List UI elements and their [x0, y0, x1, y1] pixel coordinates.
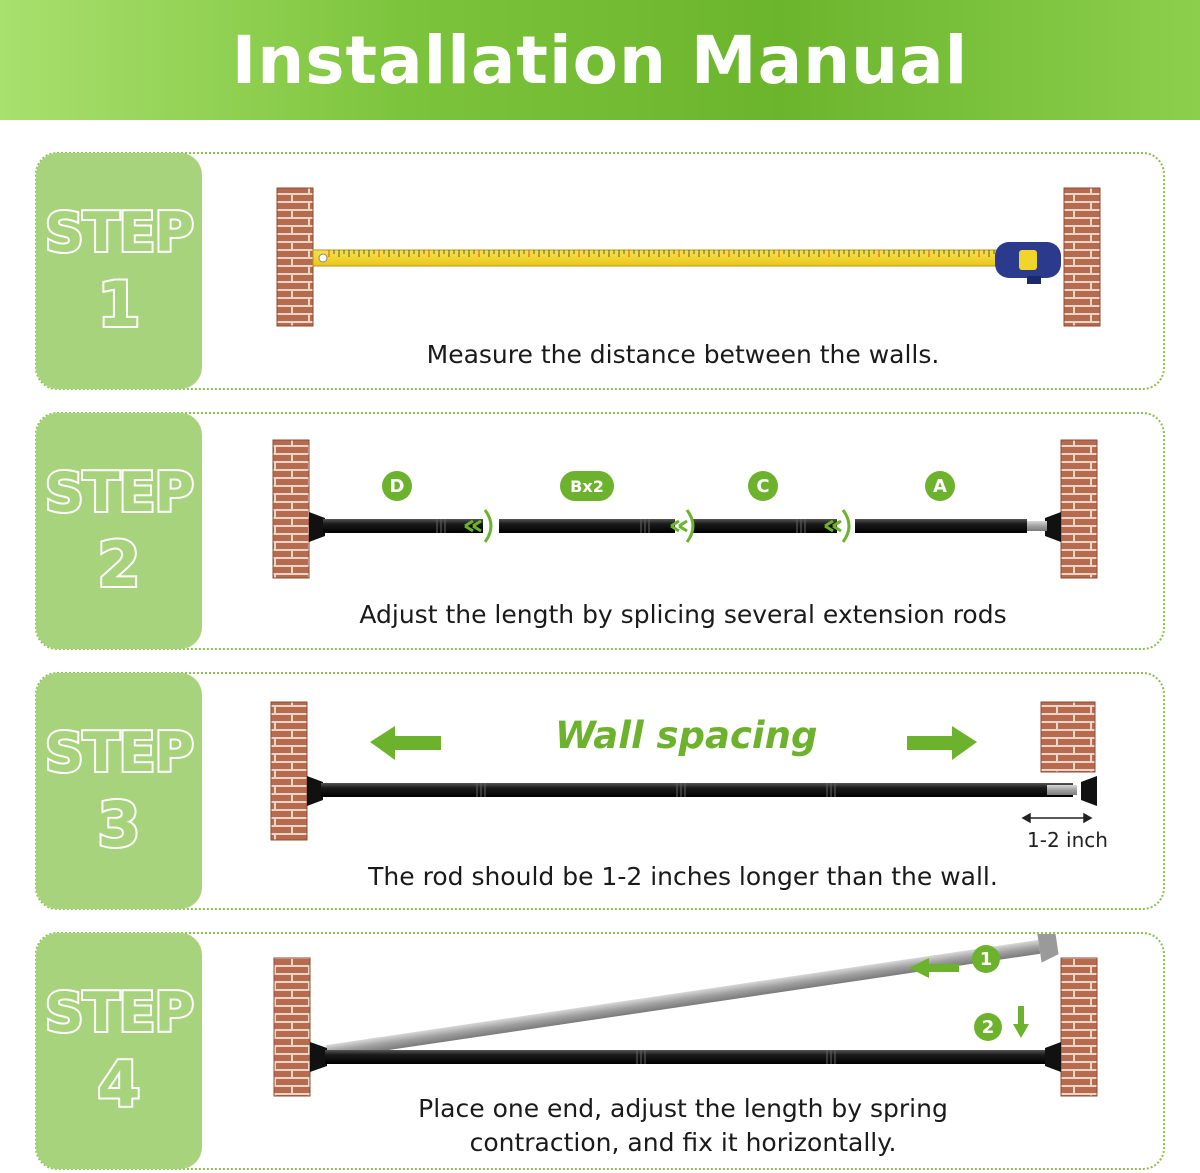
rod-silver-tip: [1027, 521, 1047, 531]
right-wall-icon: [1060, 439, 1098, 579]
step-4-card: STEP 4 1 2 Place one end, adjust the len…: [35, 932, 1165, 1170]
step-1-number: 1: [95, 268, 142, 341]
left-wall-icon: [270, 701, 308, 841]
part-label-a: A: [925, 471, 955, 501]
step-4-illustration: [273, 934, 1098, 1097]
step-3-caption: The rod should be 1-2 inches longer than…: [368, 862, 998, 891]
rod-body: [325, 1050, 1047, 1064]
rod-end-cap-right-icon: [1045, 512, 1061, 542]
step-2-badge: STEP 2: [36, 413, 202, 649]
rod-end-cap-left-icon: [309, 512, 325, 542]
step-3-illustration: [270, 701, 1097, 841]
step-2-number: 2: [95, 528, 142, 601]
rod-end-cap-left-icon: [310, 1042, 327, 1072]
step-marker-2: 2: [974, 1013, 1002, 1041]
step-1-caption: Measure the distance between the walls.: [426, 340, 940, 369]
step-3-word: STEP: [43, 721, 196, 784]
step-3-card: STEP 3 Wall spacing 1-2 inch The rod sho…: [35, 672, 1165, 910]
part-label-d: D: [382, 471, 412, 501]
step-4-caption-line-2: contraction, and fix it horizontally.: [469, 1128, 897, 1157]
part-label-c: C: [748, 471, 778, 501]
rod-end-cap-right-icon: [1045, 1042, 1061, 1072]
left-wall-icon: [276, 187, 314, 327]
rod-body: [321, 783, 1073, 797]
inch-measure-arrow-icon: [1021, 812, 1093, 824]
rod-segment-a: [855, 519, 1027, 533]
step-4-word: STEP: [43, 981, 196, 1044]
rod-segment-d: [323, 519, 483, 533]
measuring-tape-strip: [312, 249, 1004, 267]
left-wall-icon: [272, 439, 310, 579]
step-1-badge: STEP 1: [36, 153, 202, 389]
step-2-illustration: [272, 439, 1098, 579]
step-2-caption: Adjust the length by splicing several ex…: [359, 600, 1007, 629]
step-3-badge: STEP 3: [36, 673, 202, 909]
step-4-badge: STEP 4: [36, 933, 202, 1169]
rod-end-cap-left-icon: [307, 776, 323, 806]
header-banner: Installation Manual: [0, 0, 1200, 120]
rod-end-cap-right-icon: [1081, 776, 1097, 806]
rod-silver-tip: [1047, 785, 1077, 795]
right-wall-icon: [1060, 957, 1098, 1097]
page-title: Installation Manual: [231, 21, 969, 99]
step-1-word: STEP: [43, 201, 196, 264]
step-4-caption-line-1: Place one end, adjust the length by spri…: [418, 1094, 948, 1123]
tape-hook-icon: [318, 253, 328, 263]
inch-label: 1-2 inch: [1027, 828, 1108, 852]
arrow-right-icon: [907, 726, 977, 760]
tape-measure-case-icon: [995, 242, 1061, 284]
step-1-illustration: [276, 187, 1101, 327]
arrow-left-icon: [370, 726, 441, 760]
step-1-card: STEP 1 Measure the distance between the …: [35, 152, 1165, 390]
wall-spacing-label: Wall spacing: [555, 714, 818, 757]
rod-segment-c: [693, 519, 837, 533]
tilted-rod: [325, 934, 1059, 1059]
part-label-bx2: Bx2: [560, 471, 614, 501]
arrow-left-icon: [909, 958, 959, 978]
step-marker-1: 1: [972, 945, 1000, 973]
step-4-number: 4: [95, 1048, 142, 1121]
step-2-word: STEP: [43, 461, 196, 524]
right-wall-icon: [1040, 701, 1096, 773]
step-2-card: STEP 2 D Bx2 C A Adjust the length by sp…: [35, 412, 1165, 650]
arrow-down-icon: [1013, 1006, 1029, 1038]
step-3-number: 3: [95, 788, 142, 861]
rod-segment-b: [499, 519, 675, 533]
left-wall-icon: [273, 957, 311, 1097]
twist-arrow-icon: [464, 509, 851, 543]
tape-ticks: [328, 250, 995, 257]
right-wall-icon: [1063, 187, 1101, 327]
